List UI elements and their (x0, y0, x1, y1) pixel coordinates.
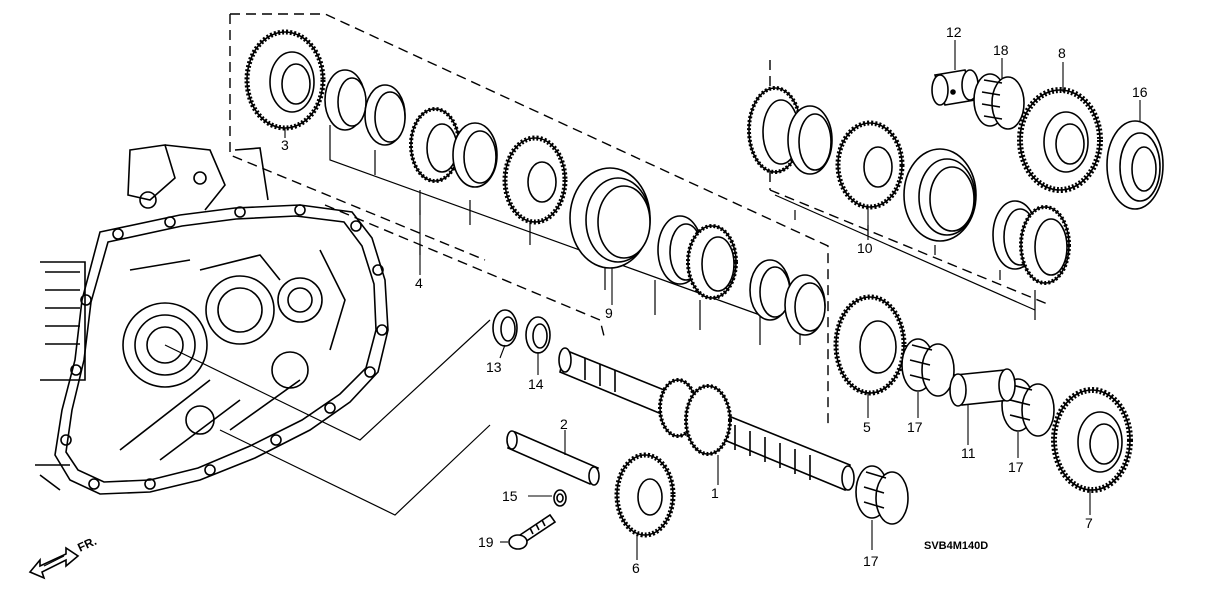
part-19-bolt (508, 513, 557, 550)
synchro-rings-right (747, 86, 833, 175)
part-3-gear (244, 29, 326, 131)
callout-17b: 17 (1008, 459, 1024, 475)
callout-7: 7 (1085, 515, 1093, 531)
part-18-bearing (973, 73, 1025, 130)
part-14-washer (525, 316, 551, 354)
callout-8: 8 (1058, 45, 1066, 61)
callout-16: 16 (1132, 84, 1148, 100)
part-16-bearing (1106, 120, 1164, 210)
part-13-washer (492, 309, 518, 347)
callout-3: 3 (281, 137, 289, 153)
callout-10: 10 (857, 240, 873, 256)
synchro-rings-left (324, 69, 498, 188)
part-12-collar (931, 69, 979, 106)
callout-1: 1 (711, 485, 719, 501)
callout-11: 11 (961, 445, 976, 461)
diagram-code: SVB4M140D (924, 540, 988, 552)
callout-5: 5 (863, 419, 871, 435)
callout-18: 18 (993, 42, 1009, 58)
part-15-washer (553, 489, 567, 507)
part-11-collar (949, 368, 1016, 407)
part-9-sleeve (569, 167, 651, 269)
callout-15: 15 (502, 488, 518, 504)
synchro-rings-mid (657, 215, 826, 336)
callout-17a: 17 (907, 419, 923, 435)
part-1-mainshaft (558, 347, 855, 492)
callout-4: 4 (415, 275, 423, 291)
synchro-rings-far-right (992, 200, 1071, 285)
sleeve-right (903, 148, 977, 242)
part-17-bearing-c (855, 465, 909, 525)
callout-14: 14 (528, 376, 544, 392)
callout-17c: 17 (863, 553, 879, 569)
front-direction-arrow-icon: FR. (28, 534, 99, 580)
callouts: 1 2 3 4 5 6 7 8 9 10 11 12 13 14 15 16 1… (281, 24, 1148, 576)
callout-19: 19 (478, 534, 494, 550)
part-17-bearing-a (901, 338, 955, 397)
part-2-shaft (506, 430, 600, 486)
callout-2: 2 (560, 416, 568, 432)
front-direction-label: FR. (75, 534, 98, 555)
part-hub-left (502, 135, 568, 225)
housing-leaders (164, 319, 491, 516)
part-10-hub (835, 120, 905, 210)
callout-leaders (284, 40, 1141, 560)
callout-13: 13 (486, 359, 502, 375)
part-7-gear (1051, 387, 1133, 493)
part-6-gear (614, 452, 676, 538)
part-5-gear (833, 294, 907, 396)
assembly-outline-main (229, 13, 829, 428)
callout-9: 9 (605, 305, 613, 321)
part-8-gear (1017, 87, 1103, 193)
callout-6: 6 (632, 560, 640, 576)
transmission-housing (35, 144, 389, 495)
callout-12: 12 (946, 24, 962, 40)
